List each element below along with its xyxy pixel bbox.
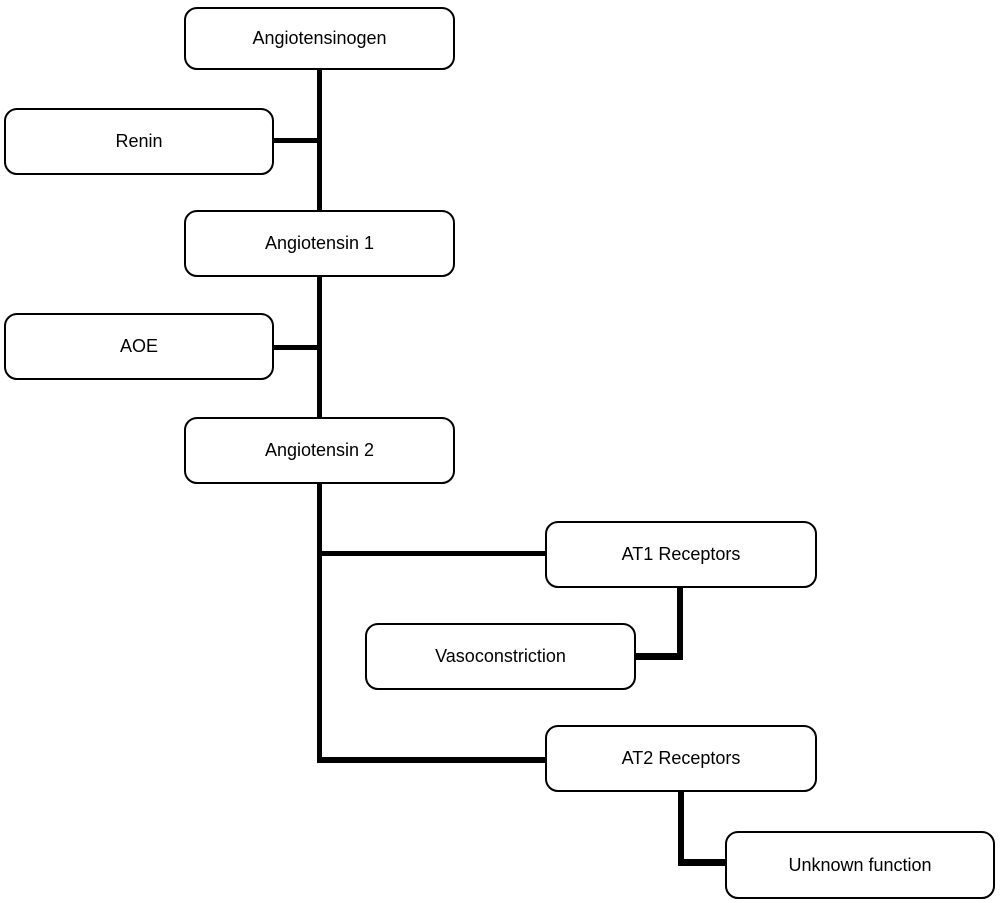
node-renin: Renin bbox=[4, 108, 274, 175]
node-vasoconstriction-label: Vasoconstriction bbox=[435, 646, 566, 666]
node-aoe-label: AOE bbox=[119, 336, 158, 356]
node-aoe: AOE bbox=[4, 313, 274, 380]
connector-trunk-to-at2 bbox=[317, 757, 547, 763]
connector-renin-to-trunk bbox=[271, 138, 322, 143]
connector-trunk-to-at1 bbox=[317, 551, 547, 556]
node-unknown-function-label: Unknown function bbox=[788, 854, 932, 875]
connector-angiotensin2-trunk bbox=[317, 482, 322, 762]
node-renin-label: Renin bbox=[115, 131, 163, 151]
node-vasoconstriction: Vasoconstriction bbox=[365, 623, 636, 690]
connector-aoe-to-trunk bbox=[271, 345, 322, 350]
connector-at1-vasoconstriction-vertical bbox=[677, 588, 683, 660]
node-angiotensin-2: Angiotensin 2 bbox=[184, 417, 455, 484]
node-angiotensinogen: Angiotensinogen bbox=[184, 7, 455, 70]
node-at1-receptors-label: AT1 Receptors bbox=[621, 544, 741, 564]
node-at2-receptors-label: AT2 Receptors bbox=[621, 748, 741, 768]
node-at1-receptors: AT1 Receptors bbox=[545, 521, 817, 588]
connector-at2-unknown-vertical bbox=[678, 792, 684, 866]
node-angiotensinogen-label: Angiotensinogen bbox=[252, 28, 387, 48]
node-unknown-function: Unknown function bbox=[725, 831, 995, 899]
connector-at1-vasoconstriction-horizontal bbox=[634, 653, 683, 660]
node-angiotensin-2-label: Angiotensin 2 bbox=[264, 440, 375, 460]
node-angiotensin-1: Angiotensin 1 bbox=[184, 210, 455, 277]
connector-at2-unknown-horizontal bbox=[678, 859, 727, 866]
node-at2-receptors: AT2 Receptors bbox=[545, 725, 817, 792]
node-angiotensin-1-label: Angiotensin 1 bbox=[264, 233, 375, 253]
